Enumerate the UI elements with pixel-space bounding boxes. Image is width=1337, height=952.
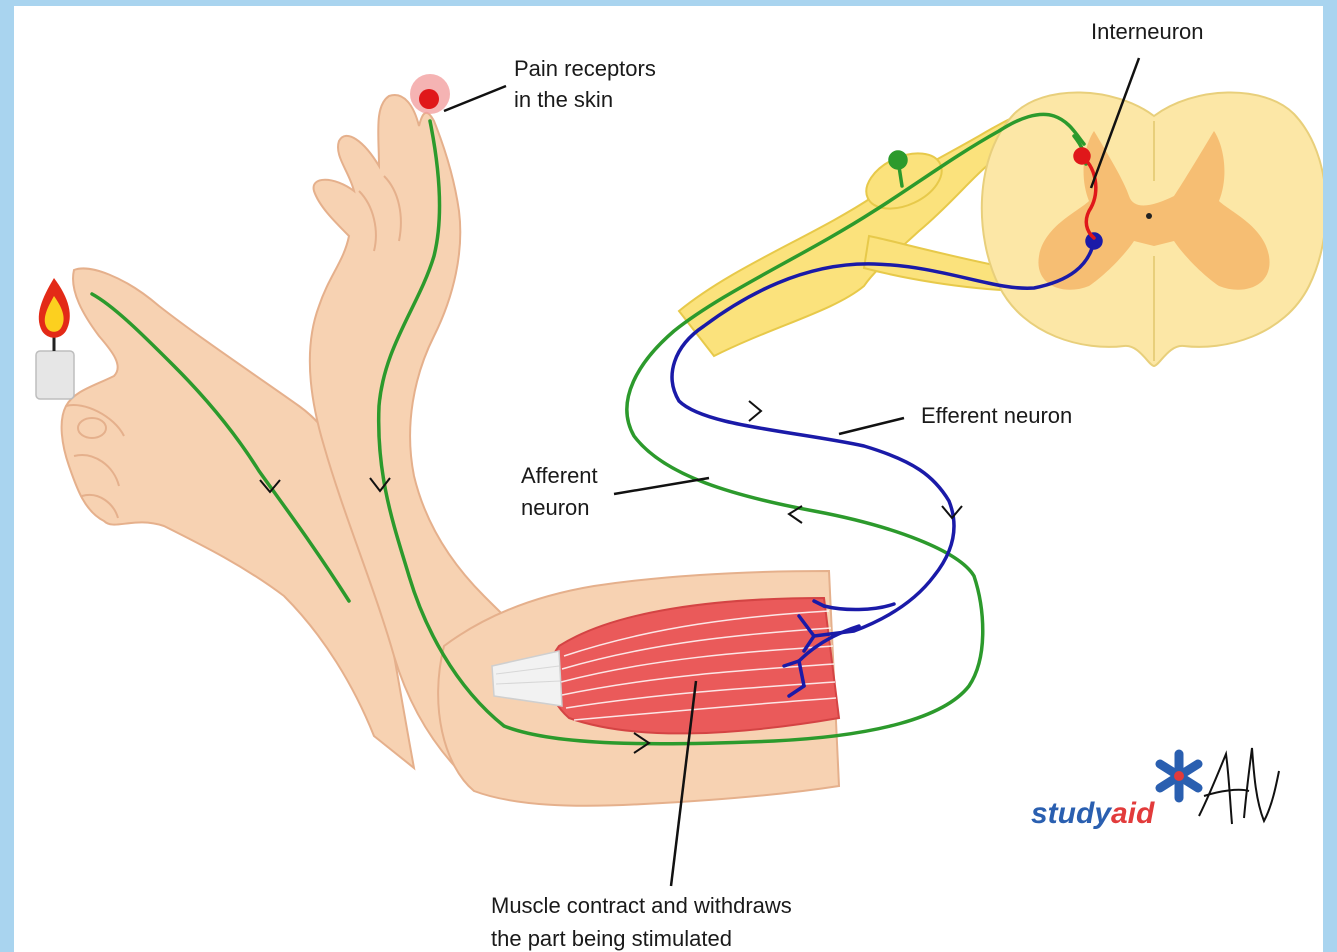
asterisk-logo-icon [1160, 754, 1198, 798]
label-interneuron: Interneuron [1091, 19, 1204, 44]
reflex-arc-diagram: Pain receptors in the skin Interneuron E… [14, 6, 1323, 952]
signature-mark [1199, 748, 1279, 824]
label-pain-receptors-1: Pain receptors [514, 56, 656, 81]
logo-text-study: study [1031, 797, 1112, 830]
studyaid-logo: study aid [1031, 748, 1279, 830]
label-afferent-neuron-2: neuron [521, 495, 590, 520]
label-efferent-neuron: Efferent neuron [921, 403, 1072, 428]
label-pain-receptors-2: in the skin [514, 87, 613, 112]
label-muscle-contract-2: the part being stimulated [491, 926, 732, 951]
pain-receptor [410, 74, 450, 114]
label-muscle-contract-1: Muscle contract and withdraws [491, 893, 792, 918]
spinal-cord-section [982, 92, 1323, 366]
candle-flame-icon [36, 278, 74, 399]
logo-text-aid: aid [1111, 797, 1155, 830]
diagram-frame: Pain receptors in the skin Interneuron E… [14, 6, 1323, 952]
label-afferent-neuron-1: Afferent [521, 463, 598, 488]
